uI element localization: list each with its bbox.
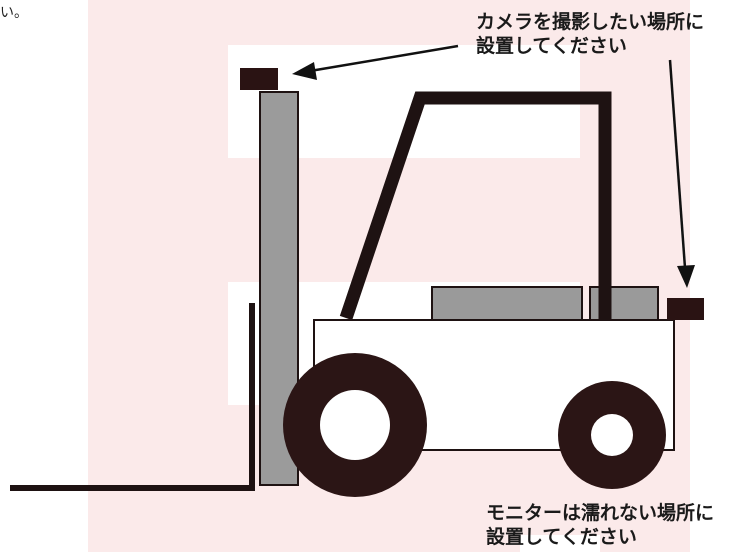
camera-device-icon <box>240 68 278 90</box>
camera-instruction-line2: 設置してください <box>476 35 627 57</box>
monitor-device-icon <box>667 298 704 320</box>
text-fragment: い。 <box>0 5 28 21</box>
mast <box>259 91 299 486</box>
camera-instruction-label: カメラを撮影したい場所に 設置してください <box>476 10 704 58</box>
seat-block <box>431 286 583 321</box>
monitor-instruction-line1: モニターは濡れない場所に <box>486 502 715 524</box>
monitor-instruction-label: モニターは濡れない場所に 設置してください <box>486 501 714 549</box>
fork <box>10 303 255 491</box>
camera-instruction-line1: カメラを撮影したい場所に <box>476 11 705 33</box>
front-wheel <box>283 353 427 497</box>
monitor-arrow <box>668 59 695 288</box>
rear-wheel <box>558 381 666 489</box>
camera-arrow <box>292 44 459 80</box>
monitor-instruction-line2: 設置してください <box>486 526 637 548</box>
